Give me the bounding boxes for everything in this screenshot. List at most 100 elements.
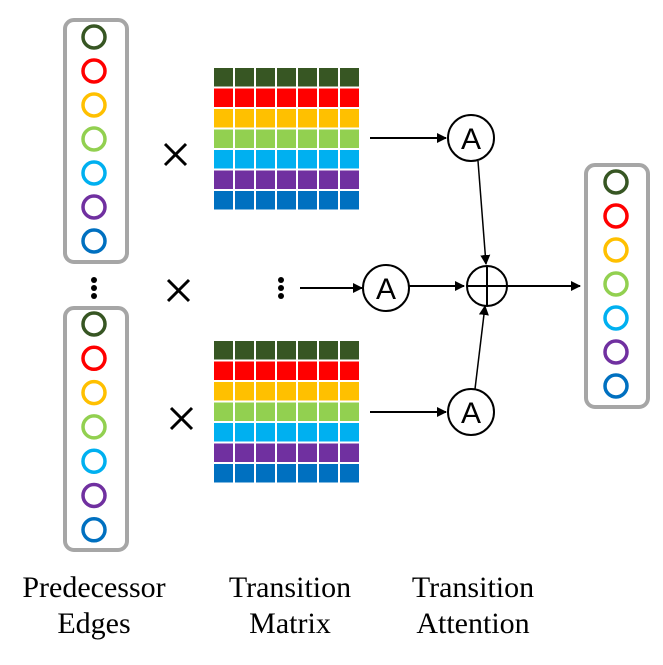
matrix-cell [340,464,359,483]
caption-matrix-line1: Transition [228,571,352,604]
svg-text:A: A [461,123,481,156]
edge-circle [81,379,107,406]
matrix-cell [214,361,233,380]
matrix-cell [319,423,338,442]
matrix-cell [319,150,338,169]
caption-transition-attention: Transition Attention [388,570,558,642]
matrix-cell [235,170,254,189]
matrix-cell [340,341,359,360]
edge-circle [81,517,107,543]
edge-circle [81,92,107,118]
matrix-cell [235,443,254,462]
matrix-cell [277,423,296,442]
matrix-cell [235,109,254,128]
matrix-cell [277,109,296,128]
matrix-cell [298,382,317,401]
edge-circle [81,24,107,50]
edge-circle [81,448,107,474]
output-vector [584,163,650,409]
matrix-cell [319,88,338,107]
svg-text:A: A [461,397,481,430]
matrix-cell [214,402,233,421]
matrix-cell [298,191,317,210]
matrix-cell [298,443,317,462]
matrix-cell [298,402,317,421]
caption-predecessor-line1: Predecessor [22,571,166,604]
matrix-cell [298,109,317,128]
edge-vector-bottom [63,306,129,552]
matrix-cell [298,68,317,87]
matrix-cell [256,423,275,442]
matrix-cell [277,443,296,462]
svg-text:A: A [376,273,396,306]
matrix-cell [256,402,275,421]
matrix-cell [298,129,317,148]
matrix-cell [235,382,254,401]
matrix-cell [256,361,275,380]
matrix-cell [340,170,359,189]
matrix-cell [340,382,359,401]
matrix-cell [256,88,275,107]
matrix-cell [319,129,338,148]
caption-matrix-line2: Matrix [249,607,331,640]
matrix-cell [214,423,233,442]
matrix-cell [256,464,275,483]
matrix-cell [277,170,296,189]
matrix-cell [214,68,233,87]
ellipsis-matrices [278,277,284,299]
matrix-cell [256,150,275,169]
matrix-cell [319,109,338,128]
edge-circle [603,169,629,195]
matrix-cell [298,361,317,380]
caption-attention-line1: Transition [411,571,535,604]
caption-attention-line2: Attention [416,607,530,640]
matrix-cell [340,109,359,128]
multiply-sign-middle [166,278,191,303]
matrix-cell [235,150,254,169]
edge-circle [603,203,629,229]
matrix-cell [340,361,359,380]
matrix-cell [319,361,338,380]
edge-vector-top [63,18,129,264]
matrix-cell [340,402,359,421]
matrix-cell [340,423,359,442]
matrix-cell [340,129,359,148]
matrix-cell [319,170,338,189]
matrix-cell [298,464,317,483]
edge-circle [81,228,107,254]
matrix-cell [214,443,233,462]
sum-node-icon [466,265,508,307]
matrix-cell [340,191,359,210]
matrix-cell [256,170,275,189]
edge-circle [81,160,107,186]
matrix-cell [214,109,233,128]
matrix-cell [235,68,254,87]
matrix-cell [277,464,296,483]
edge-circle [81,311,107,337]
matrix-cell [256,382,275,401]
matrix-cell [319,443,338,462]
matrix-cell [319,464,338,483]
caption-transition-matrix: Transition Matrix [205,570,375,642]
matrix-cell [277,68,296,87]
matrix-cell [235,129,254,148]
matrix-cell [298,341,317,360]
edge-circle [81,126,107,152]
matrix-cell [277,88,296,107]
matrix-cell [235,88,254,107]
edge-circle [81,414,107,440]
caption-predecessor-line2: Edges [57,607,131,640]
matrix-cell [319,382,338,401]
matrix-cell [235,464,254,483]
matrix-cell [340,150,359,169]
matrix-cell [256,191,275,210]
matrix-cell [298,170,317,189]
matrix-cell [214,464,233,483]
matrix-cell [298,88,317,107]
matrix-cell [319,402,338,421]
caption-predecessor-edges: Predecessor Edges [8,570,180,642]
matrix-cell [298,150,317,169]
transition-matrix-bottom [214,341,359,483]
edge-circle [603,373,629,399]
